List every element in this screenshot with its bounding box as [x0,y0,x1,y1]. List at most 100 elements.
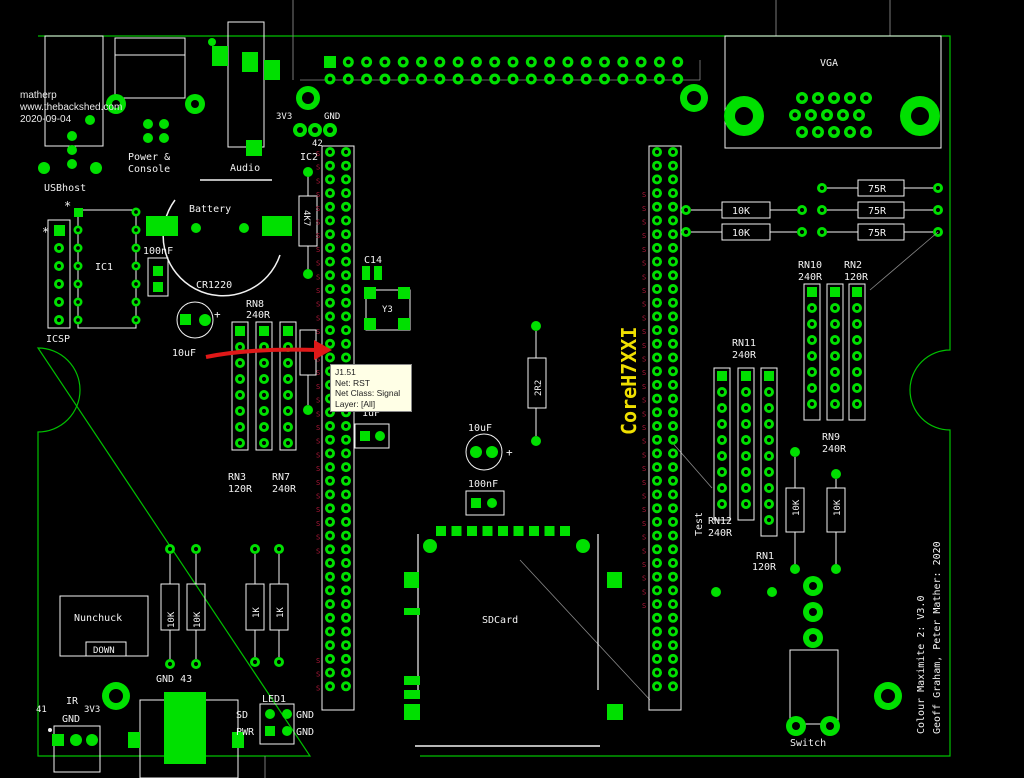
vga-connector[interactable] [724,35,942,149]
rn11-value: 240R [732,350,757,361]
pin-net-label: S [316,191,320,199]
pin-net-label: S [642,205,646,213]
rn12-label: RN12 [708,516,732,527]
pin-net-label: S [316,314,320,322]
test-label: Test [694,512,705,536]
sd-contact [467,526,477,536]
pin-net-label: S [316,369,320,377]
power-jack[interactable] [128,692,244,778]
tooltip-net: Net: RST [335,377,370,388]
ir-receiver[interactable] [48,725,101,773]
cap-10uf-b[interactable] [465,433,503,471]
cap-100nf-b[interactable] [465,490,505,516]
rn8-label: RN8 [246,299,264,310]
pin-net-label: S [316,534,320,542]
r75-b-label: 75R [868,206,887,217]
r1k-b-label: 1K [276,607,286,618]
pin-net-label: S [316,397,320,405]
usbhost-connector[interactable] [38,35,104,174]
pin-net-label: S [316,657,320,665]
sd-contact [451,526,462,536]
resistor-10k-c[interactable] [785,447,805,574]
pin-net-label: S [316,232,320,240]
cap-10uf-a-label: 10uF [172,348,196,359]
usbhost-label: USBhost [44,183,86,194]
switch-component[interactable] [786,576,840,736]
pin-net-label: S [642,301,646,309]
rn12-value: 240R [708,528,733,539]
sdcard-label: SDCard [482,615,518,626]
battery-holder[interactable] [146,179,292,297]
pin-net-label: S [316,671,320,679]
resistor-group-top-right[interactable] [681,179,943,291]
vga-label: VGA [820,58,838,69]
resistor-network-group-right[interactable] [713,283,866,537]
pin-net-label: S [316,356,320,364]
pin-net-label: S [316,506,320,514]
resistor-10k-d[interactable] [826,469,846,574]
pin-net-label: S [642,506,646,514]
led1-connector[interactable] [259,703,295,745]
power-header-3v3-gnd[interactable] [293,86,337,137]
pin-net-label: S [642,342,646,350]
pin-net-label: S [316,246,320,254]
resistor-4k7[interactable] [298,167,318,279]
watermark: matherp www.thebackshed.com 2020-09-04 [20,90,122,126]
ratsnest-line [669,439,713,489]
icsp-connector[interactable] [47,219,71,329]
cap-c14[interactable] [362,266,382,280]
ir-label: IR [66,696,79,707]
resistor-2r2[interactable] [527,321,547,446]
r75-a-label: 75R [868,184,887,195]
pin-net-label: S [642,314,646,322]
pin-net-label: S [316,520,320,528]
pin-net-label: S [316,684,320,692]
resistor-group-bottom-left[interactable] [160,544,289,669]
resistor-4k7-label: 4K7 [301,210,311,226]
nunchuck-down-label: DOWN [93,646,115,656]
pin-net-label: S [316,273,320,281]
power-console-connector[interactable] [106,37,205,143]
pin-net-label: S [642,520,646,528]
pin-net-label: S [316,301,320,309]
pin-net-label: S [316,164,320,172]
sdcard-socket[interactable] [404,526,623,747]
top-header-connector[interactable] [324,56,684,85]
resistor-reset[interactable] [299,329,317,415]
pin1-pad [830,287,840,297]
pin-net-label: S [316,479,320,487]
ratsnest-line [519,559,651,701]
resistor-2r2-label: 2R2 [534,380,544,396]
header-3v3-label: 3V3 [276,112,292,122]
pin-net-label: S [316,451,320,459]
nunchuck-connector[interactable] [59,595,149,657]
ir-3v3-label: 3V3 [84,705,100,715]
sd-contact [513,526,524,536]
r10k-c-label: 10K [792,499,802,516]
cap-100nf-a[interactable] [147,257,169,297]
watermark-site: www.thebackshed.com [20,102,123,113]
sd-contact [544,526,555,536]
cap-1uf[interactable] [354,423,390,449]
sd-contact [482,526,493,536]
rn8-value: 240R [246,310,271,321]
pin-net-label: S [316,383,320,391]
header-42-label: 42 [312,139,323,149]
pin-net-label: S [642,410,646,418]
rn1-label: RN1 [756,551,774,562]
pin1-pad [283,326,293,336]
rn10-value: 240R [798,272,823,283]
j1-header-left[interactable]: SSSSSSSSSSSSSSSSSSSSSSSSSSSSSSSSS [316,145,355,711]
audio-jack[interactable] [212,21,280,156]
rn1-value: 120R [752,562,777,573]
cap-10uf-a[interactable] [176,301,214,339]
console-label: Console [128,164,170,175]
pin-net-label: S [642,328,646,336]
crystal-y3[interactable] [364,287,411,331]
rn7-label: RN7 [272,472,290,483]
rn2-label: RN2 [844,260,862,271]
resistor-network-group-left[interactable] [231,321,297,451]
sd-contact [436,526,446,536]
